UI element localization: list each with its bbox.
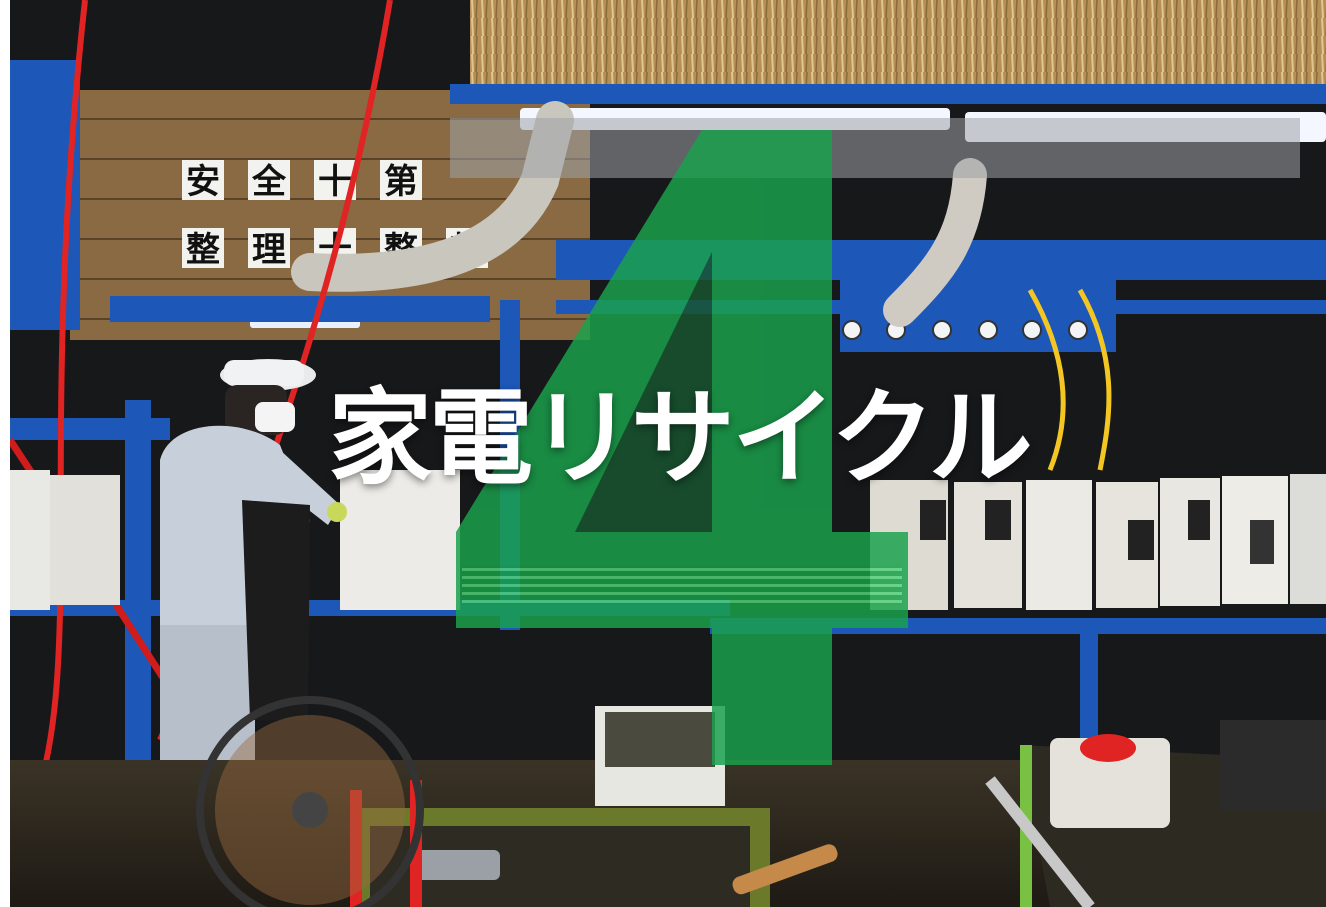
straw-ceiling — [470, 0, 1326, 92]
factory-photo: 安 全 十 第 整 理 十 整 頓 — [10, 0, 1326, 907]
number-four-graphic: 4 — [456, 130, 908, 765]
sign-char: 理 — [252, 230, 286, 270]
page-title: 家電リサイクル — [328, 377, 1033, 499]
tool-tray — [350, 780, 838, 907]
flex-duct — [291, 101, 574, 292]
sign-char: 整 — [186, 230, 220, 270]
plastic-bin — [595, 706, 725, 806]
sign-char: 安 — [186, 162, 220, 202]
green-cart — [985, 720, 1326, 907]
flex-duct — [883, 158, 987, 327]
hero-banner: 安 全 十 第 整 理 十 整 頓 — [10, 0, 1326, 907]
sign-char: 十 — [318, 162, 352, 202]
sign-char: 全 — [251, 162, 287, 202]
pressure-gauges — [842, 320, 1088, 340]
sign-char: 第 — [384, 162, 418, 202]
fan — [196, 696, 424, 907]
